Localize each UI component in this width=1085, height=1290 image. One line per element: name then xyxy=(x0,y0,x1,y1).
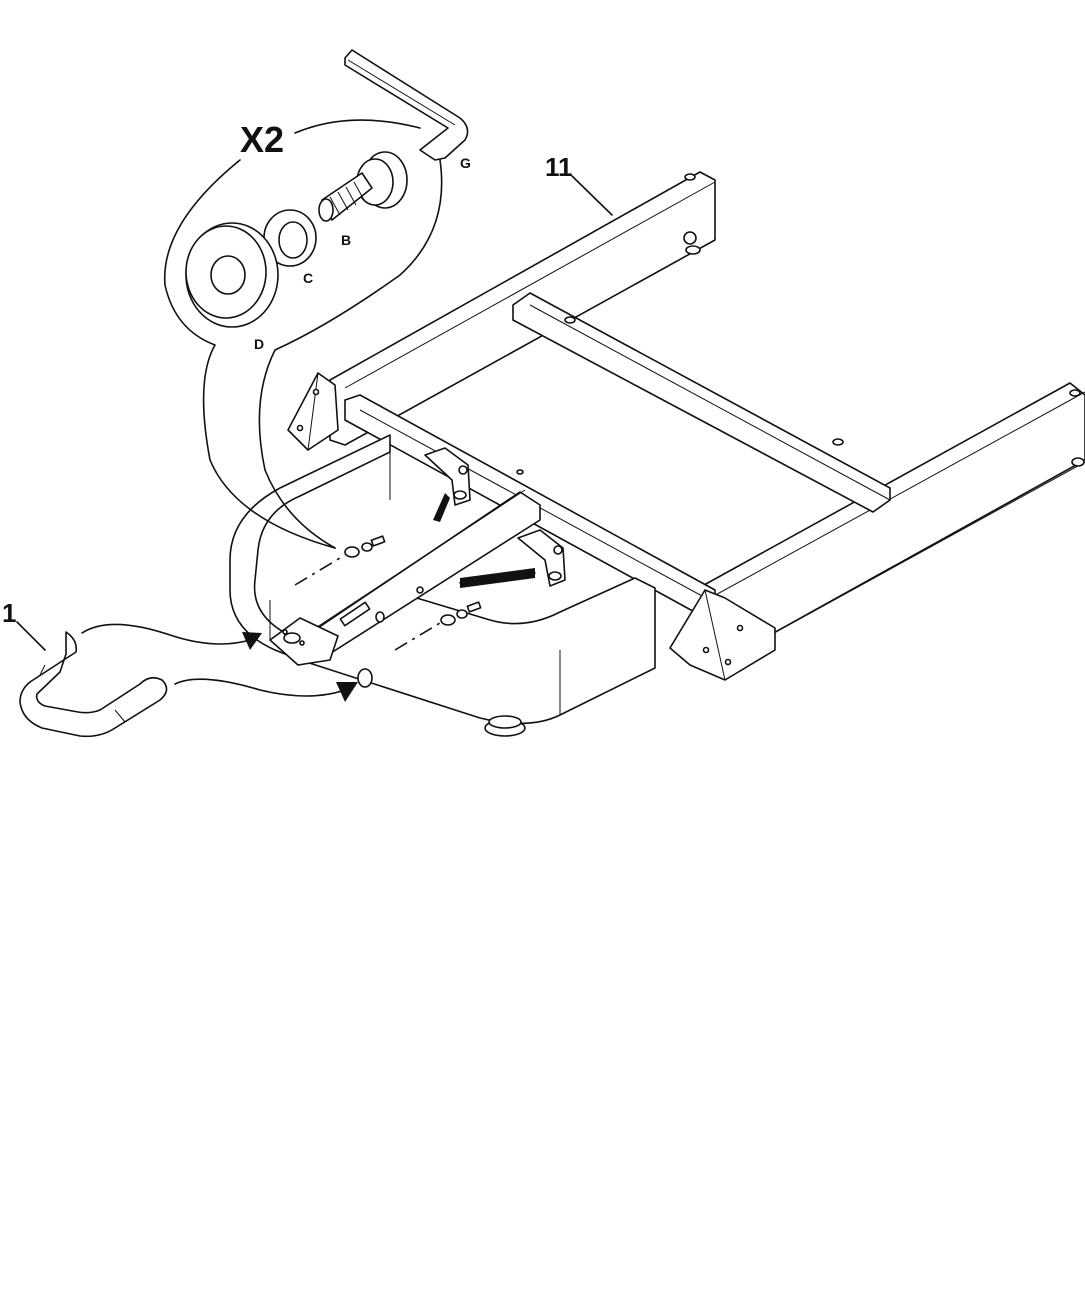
label-frame-part: 11 xyxy=(545,152,573,182)
frame-cross-bar xyxy=(513,293,890,512)
frame-u-section xyxy=(230,435,655,736)
label-handle-part: 1 xyxy=(2,598,16,628)
bolt-set-upper xyxy=(345,536,385,557)
spring-lower xyxy=(460,568,535,588)
bolt-b xyxy=(319,152,407,221)
allen-key xyxy=(345,50,468,160)
label-flat-washer: D xyxy=(254,336,264,352)
leader-handle xyxy=(17,622,45,650)
flat-washer-d xyxy=(186,223,278,327)
label-bolt: B xyxy=(341,232,351,248)
base-frame xyxy=(230,172,1085,736)
insert-arrow-lower xyxy=(175,679,358,702)
label-allen-key: G xyxy=(460,155,471,171)
label-lock-washer: C xyxy=(303,270,313,286)
leader-frame xyxy=(572,176,612,215)
assembly-line-upper xyxy=(295,555,345,585)
insert-arrow-upper xyxy=(82,624,262,650)
label-quantity: X2 xyxy=(240,119,284,160)
spring-arrow-upper xyxy=(433,493,450,522)
